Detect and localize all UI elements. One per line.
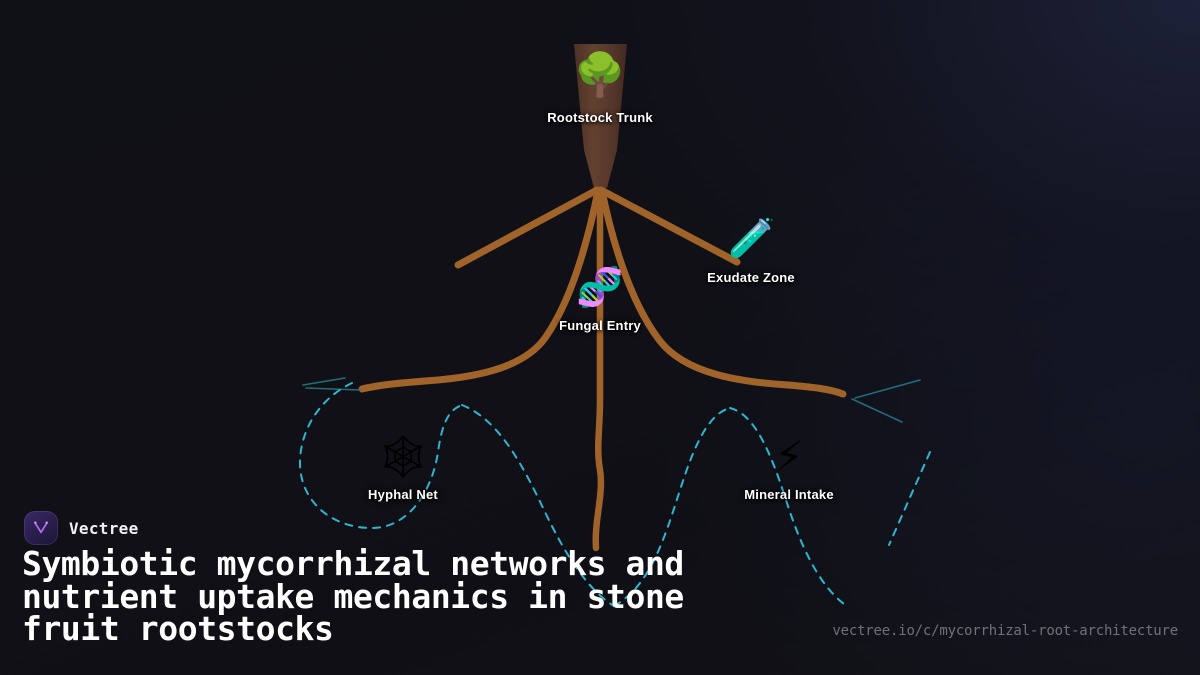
high-voltage-emoji: ⚡ (774, 432, 804, 481)
root-hair (305, 387, 361, 391)
hyphal-network (298, 382, 931, 607)
vectree-v-logo-icon (24, 511, 58, 545)
root-branch-far-left (454, 186, 601, 269)
root-hairs (302, 377, 921, 423)
root-branch-center (592, 186, 605, 552)
root-branch-exudate (597, 186, 741, 266)
trunk-shape (574, 44, 627, 188)
source-url: vectree.io/c/mycorrhizal-root-architectu… (832, 623, 1178, 639)
root-hair (854, 379, 921, 399)
root-branches (358, 186, 847, 552)
root-hair (302, 377, 346, 386)
hypha-strand-right (613, 407, 731, 607)
root-branch-right (598, 187, 847, 398)
deciduous-tree-emoji: 🌳 (573, 50, 627, 99)
hypha-strand-left (298, 382, 463, 530)
hypha-strand-tail (888, 451, 931, 546)
hypha-strand-right-outer (729, 407, 845, 605)
page-title: Symbiotic mycorrhizal networks and nutri… (22, 544, 684, 648)
brand-name: Vectree (69, 518, 139, 538)
root-branch-left (358, 187, 602, 393)
test-tube-emoji: 🧪 (728, 216, 776, 260)
root-hair (851, 398, 903, 423)
spider-web-emoji: 🕸 (376, 432, 430, 481)
hypha-strand-center (461, 404, 615, 607)
brand-row: Vectree (24, 511, 139, 545)
logo-glyph (34, 521, 48, 534)
dna-helix-emoji: 🧬 (576, 265, 624, 309)
